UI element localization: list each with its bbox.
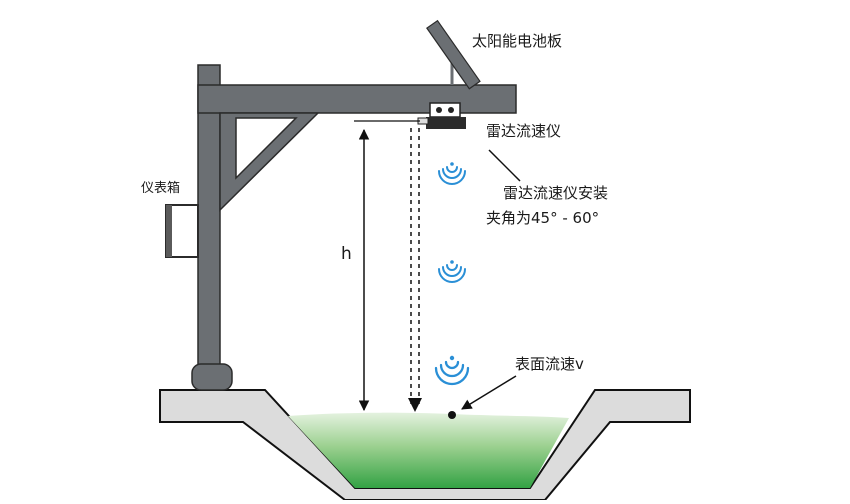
surface-velocity-arrow	[461, 375, 517, 410]
radar-wave-icon	[438, 260, 466, 283]
radar-wave-icon	[438, 162, 466, 185]
instrument-box-shade	[166, 205, 172, 257]
radar-label-leader	[488, 149, 521, 182]
radar-beam-arrowhead	[408, 398, 422, 412]
solar-panel-icon	[426, 19, 481, 90]
install-note-line2: 夹角为45° - 60°	[486, 209, 600, 227]
diagonal-brace	[219, 112, 320, 212]
radar-flow-meter-label: 雷达流速仪	[486, 122, 562, 140]
radar-wave-icon	[434, 355, 470, 386]
water	[288, 412, 569, 488]
install-note-line1: 雷达流速仪安装	[503, 184, 609, 202]
height-label: h	[341, 244, 352, 264]
pole-base	[191, 363, 233, 391]
radar-sensor-body	[429, 102, 461, 118]
solar-panel-label: 太阳能电池板	[472, 32, 563, 50]
radar-sensor-lens-right	[448, 107, 454, 113]
surface-velocity-label: 表面流速v	[515, 355, 584, 373]
radar-sensor-lens-left	[436, 107, 442, 113]
surface-point	[448, 411, 456, 419]
cantilever-arm	[197, 84, 517, 114]
radar-sensor-base	[426, 117, 466, 129]
instrument-box-label: 仪表箱	[141, 181, 181, 196]
